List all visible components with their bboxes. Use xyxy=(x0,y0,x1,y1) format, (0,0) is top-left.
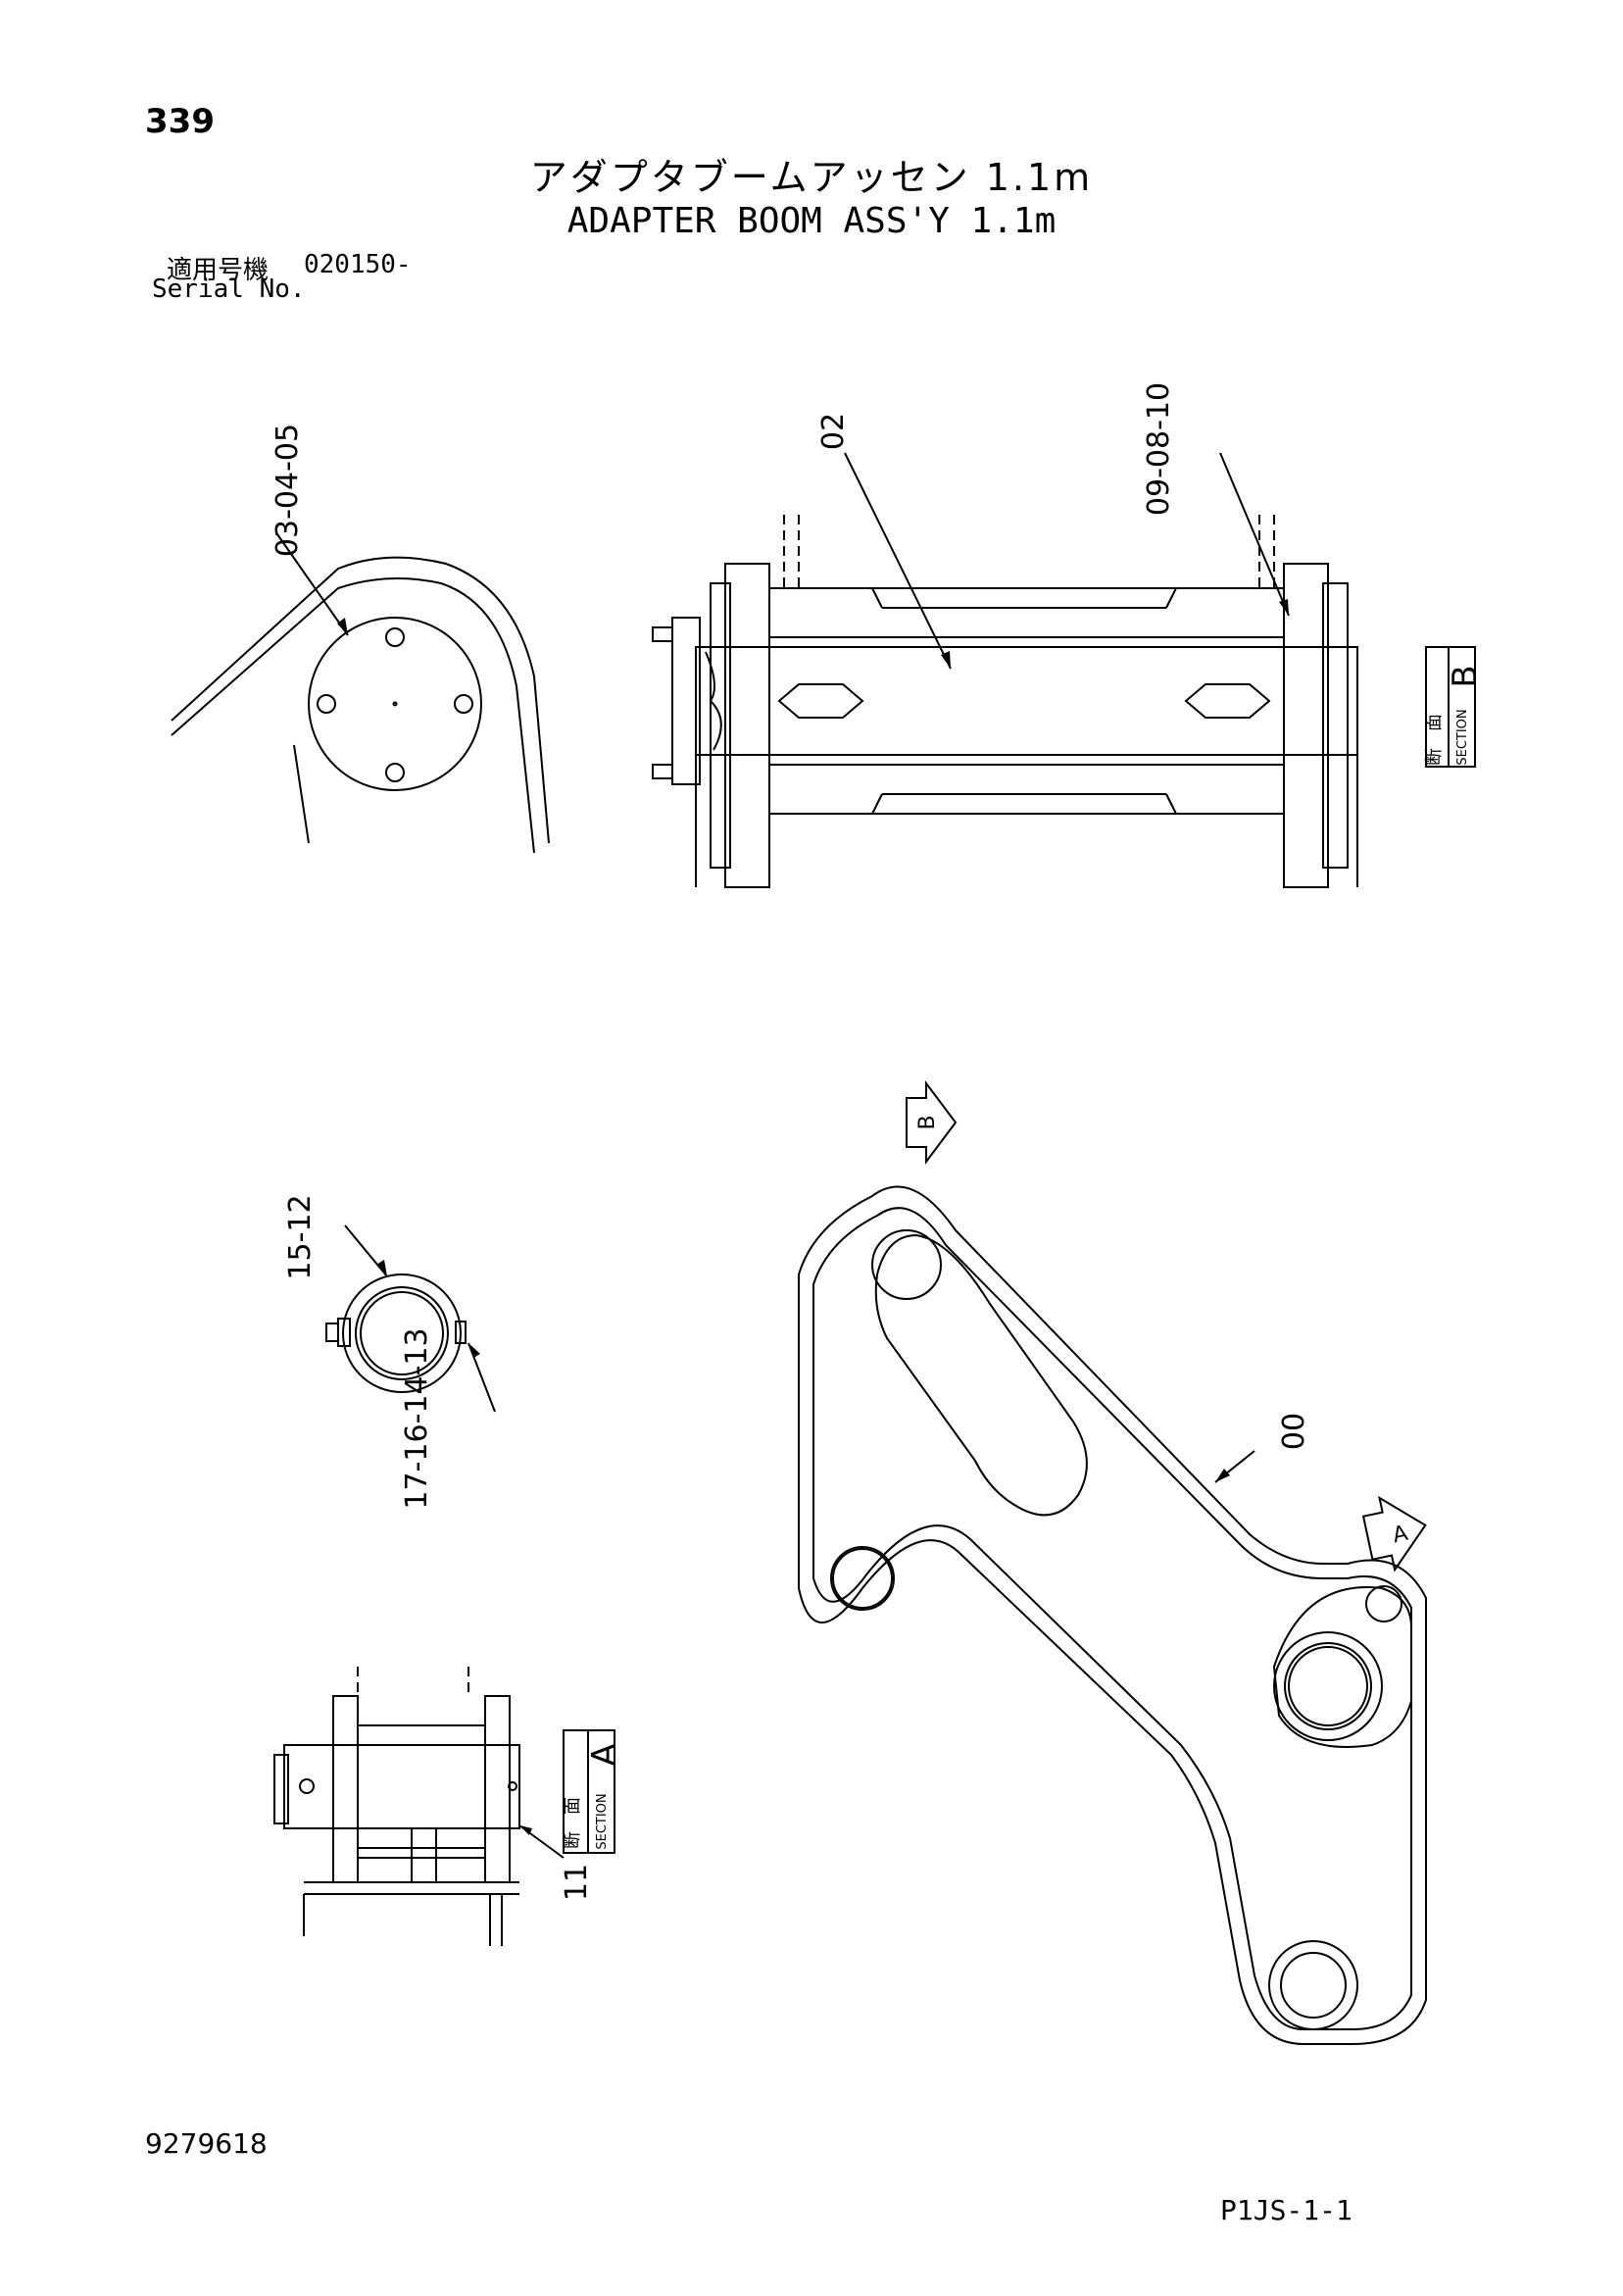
section-b-kanji-1: 断 xyxy=(1424,748,1445,766)
adapter-boom-outline xyxy=(798,1185,1427,2045)
section-b-label: 断 面 SECTION B xyxy=(1424,646,1485,768)
callout-15-12: 15-12 xyxy=(283,1194,318,1279)
page-code: P1JS-1-1 xyxy=(1220,2194,1352,2226)
callout-11: 11 xyxy=(560,1864,594,1901)
callout-17-16-14-13: 17-16-14-13 xyxy=(400,1327,434,1509)
section-arrow-a-letter: A xyxy=(1391,1522,1410,1549)
section-arrow-b-letter: B xyxy=(915,1115,940,1129)
page-number: 339 xyxy=(145,102,215,141)
section-a-label: 断 面 SECTION A xyxy=(563,1729,624,1854)
section-b-letter: B xyxy=(1446,665,1485,687)
title-japanese: アダプタブームアッセン 1.1m xyxy=(529,156,1094,199)
callout-03-04-05: 03-04-05 xyxy=(270,424,305,557)
serial-label-japanese: 適用号機 xyxy=(167,256,270,285)
section-arrow-a: A xyxy=(1361,1495,1427,1572)
section-b-word: SECTION xyxy=(1455,709,1470,765)
serial-value: 020150- xyxy=(304,250,412,279)
section-a-view xyxy=(273,1667,565,1946)
serial-label-english: Serial No. xyxy=(152,275,306,304)
pin-end-view xyxy=(171,533,550,854)
section-a-kanji-1: 断 xyxy=(563,1831,583,1849)
callout-02: 02 xyxy=(816,413,851,450)
section-a-word: SECTION xyxy=(595,1793,610,1849)
drawing-number: 9279618 xyxy=(145,2127,268,2160)
callout-09-08-10: 09-08-10 xyxy=(1142,382,1176,516)
section-b-view xyxy=(652,452,1358,888)
section-b-kanji-2: 面 xyxy=(1424,714,1445,731)
section-arrow-b: B xyxy=(906,1080,958,1165)
title-english: ADAPTER BOOM ASS'Y 1.1m xyxy=(566,201,1057,241)
leader-arrowheads xyxy=(337,599,1289,1835)
section-a-kanji-2: 面 xyxy=(563,1797,583,1815)
callout-00: 00 xyxy=(1277,1413,1311,1450)
section-a-letter: A xyxy=(585,1743,624,1766)
